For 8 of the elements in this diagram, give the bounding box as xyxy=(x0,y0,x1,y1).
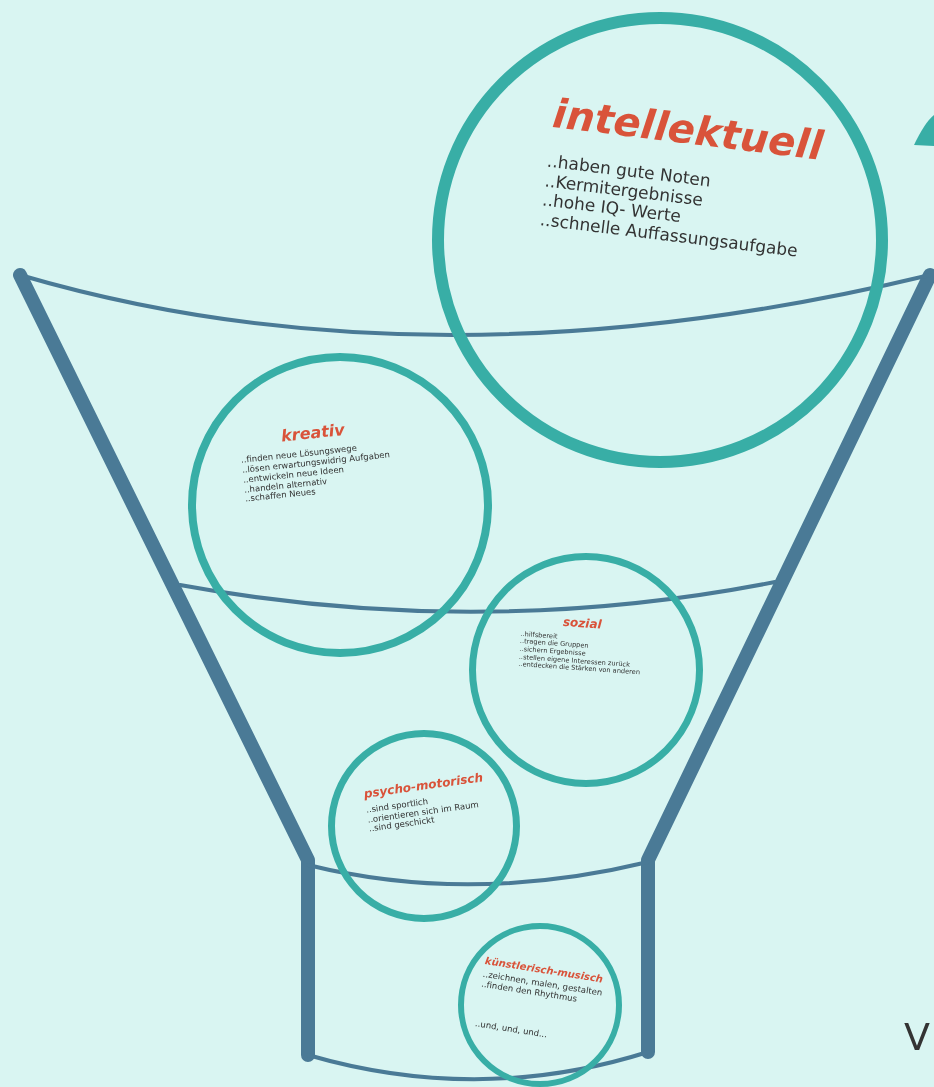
category-circle xyxy=(328,730,520,922)
category-circle xyxy=(188,353,492,657)
category-circle xyxy=(458,923,622,1087)
category-circle xyxy=(432,12,888,468)
category-heading: kreativ xyxy=(280,419,346,446)
cut-off-text: V xyxy=(904,1015,930,1059)
category-heading: sozial xyxy=(562,614,603,632)
trait-text: ..und, und, und... xyxy=(474,1018,549,1041)
